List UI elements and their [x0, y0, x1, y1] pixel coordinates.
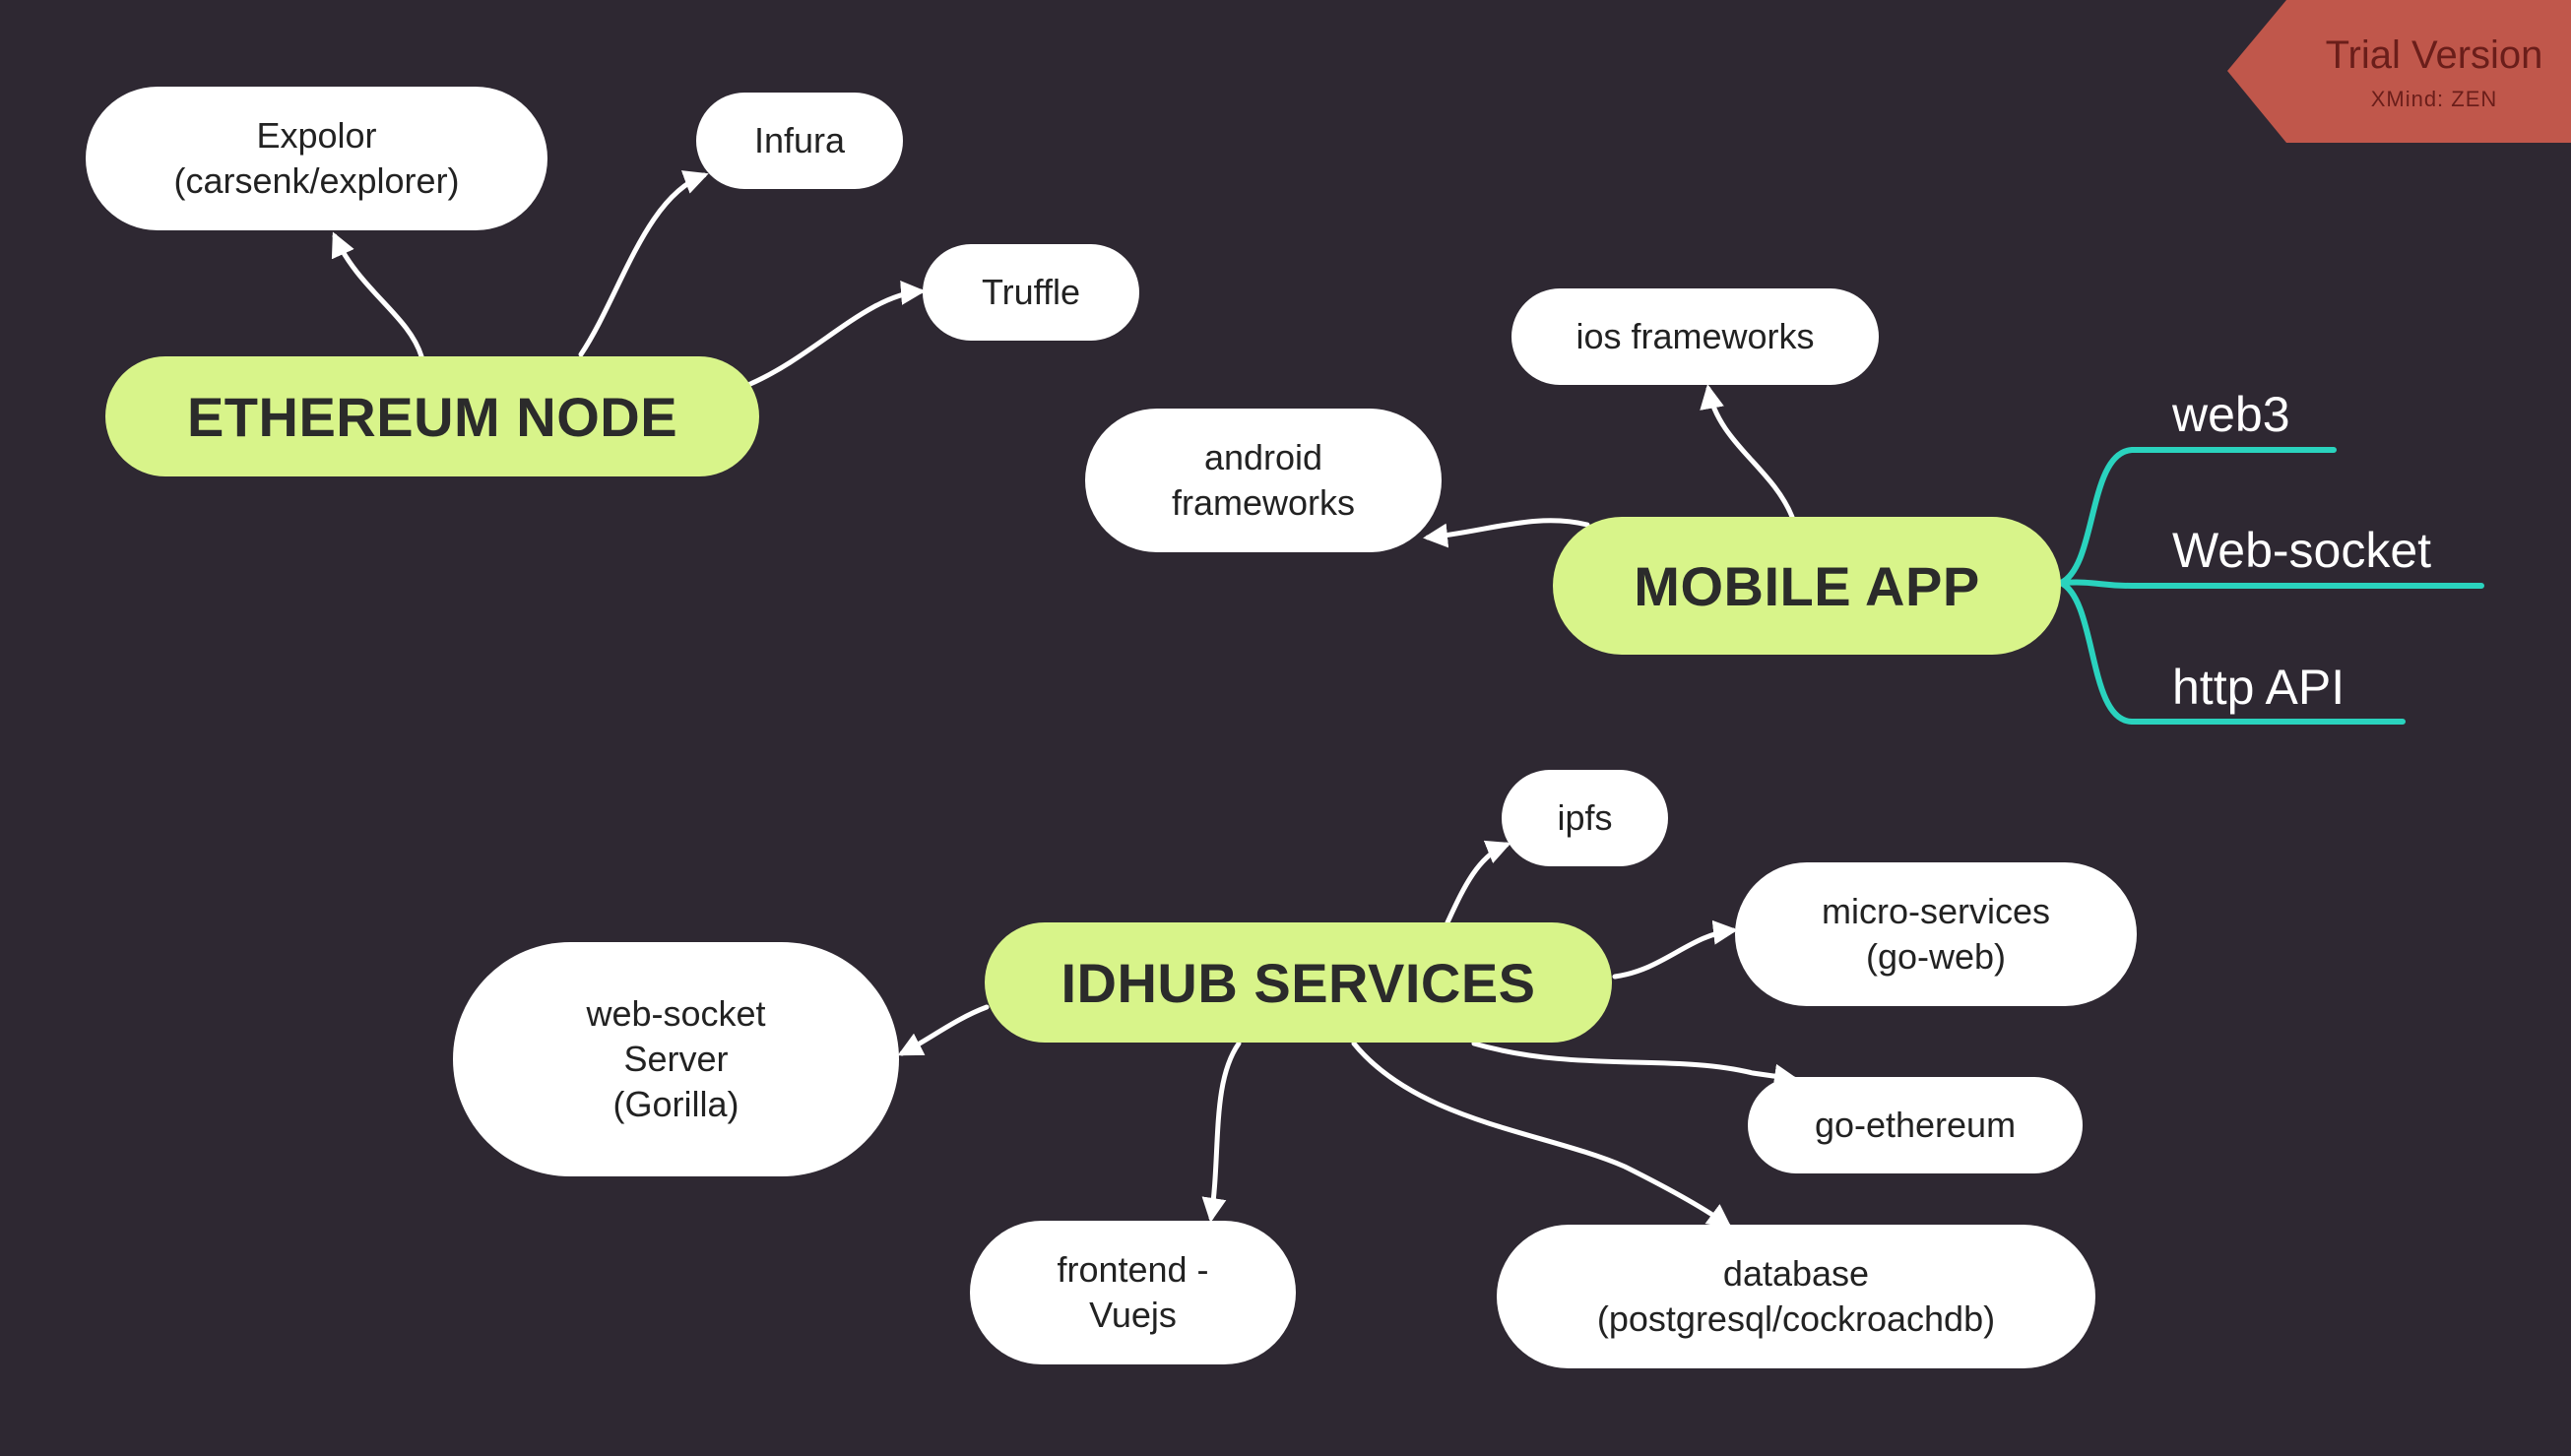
connector-idhub-micro-services [1612, 919, 1738, 980]
subtopic-ipfs[interactable]: ipfs [1502, 770, 1668, 866]
connector-idhub-websocket-server [897, 1004, 990, 1056]
subtopic-websocket-server-label: web-socket Server (Gorilla) [586, 993, 766, 1124]
subtopic-micro-services-label: micro-services (go-web) [1821, 891, 2050, 977]
connector-ethereum-explorer [331, 231, 424, 359]
subtopic-android-frameworks[interactable]: android frameworks [1085, 409, 1442, 552]
subtopic-micro-services[interactable]: micro-services (go-web) [1735, 862, 2137, 1006]
topic-mobile-app-label: MOBILE APP [1634, 554, 1980, 617]
subtopic-truffle-label: Truffle [981, 272, 1081, 312]
branch-label-http-api[interactable]: http API [2172, 660, 2346, 715]
connector-idhub-ipfs [1445, 840, 1511, 925]
topic-mobile-app[interactable]: MOBILE APP [1553, 517, 2061, 655]
subtopic-ipfs-label: ipfs [1557, 797, 1613, 838]
branch-web3 [2058, 447, 2337, 586]
branch-label-web3[interactable]: web3 [2172, 387, 2290, 442]
topic-idhub-services-label: IDHUB SERVICES [1061, 951, 1536, 1014]
connector-ethereum-truffle [747, 281, 926, 387]
subtopic-ios-frameworks[interactable]: ios frameworks [1511, 288, 1879, 385]
connector-mobile-android [1423, 518, 1590, 548]
subtopic-frontend-label: frontend - Vuejs [1057, 1249, 1209, 1335]
subtopic-explorer[interactable]: Expolor (carsenk/explorer) [86, 87, 547, 230]
connector-mobile-ios [1700, 384, 1795, 520]
connector-ethereum-infura [578, 170, 709, 357]
subtopic-android-frameworks-label: android frameworks [1171, 437, 1356, 523]
subtopic-websocket-server[interactable]: web-socket Server (Gorilla) [453, 942, 899, 1176]
trial-version-title: Trial Version [2325, 33, 2543, 77]
topic-idhub-services[interactable]: IDHUB SERVICES [985, 922, 1612, 1043]
subtopic-ios-frameworks-label: ios frameworks [1575, 316, 1815, 356]
connector-idhub-go-ethereum [1471, 1041, 1799, 1089]
branch-label-web-socket[interactable]: Web-socket [2172, 523, 2432, 578]
subtopic-explorer-label: Expolor (carsenk/explorer) [173, 115, 460, 201]
subtopic-infura[interactable]: Infura [696, 93, 903, 189]
subtopic-database[interactable]: database (postgresql/cockroachdb) [1497, 1225, 2095, 1368]
subtopic-go-ethereum[interactable]: go-ethereum [1748, 1077, 2083, 1173]
trial-version-banner: Trial Version XMind: ZEN [2227, 0, 2571, 143]
subtopic-infura-label: Infura [753, 120, 846, 160]
topic-ethereum-node-label: ETHEREUM NODE [186, 385, 678, 448]
branch-web-socket [2058, 579, 2484, 589]
subtopic-go-ethereum-label: go-ethereum [1814, 1105, 2017, 1145]
connector-idhub-database [1351, 1041, 1733, 1229]
connector-idhub-frontend [1201, 1041, 1242, 1223]
trial-banner-shape [2227, 0, 2571, 143]
subtopic-frontend[interactable]: frontend - Vuejs [970, 1221, 1296, 1364]
subtopic-truffle[interactable]: Truffle [923, 244, 1139, 341]
topic-ethereum-node[interactable]: ETHEREUM NODE [105, 356, 759, 476]
branch-http-api [2058, 580, 2406, 725]
trial-version-subtitle: XMind: ZEN [2370, 87, 2498, 111]
subtopic-database-label: database (postgresql/cockroachdb) [1596, 1253, 1996, 1339]
